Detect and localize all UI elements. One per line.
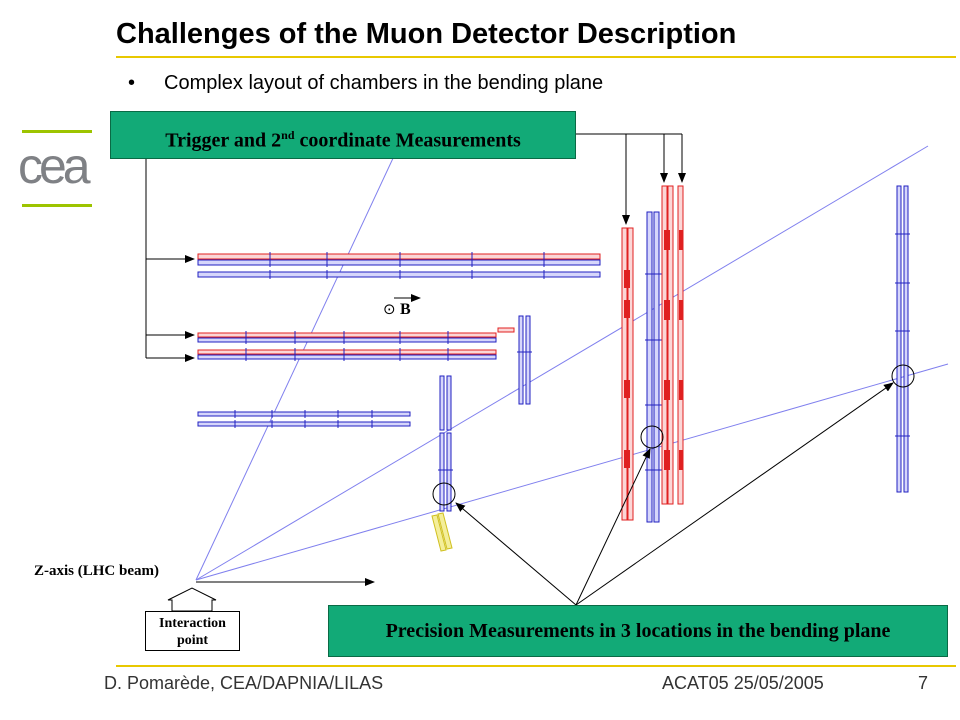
title-divider (116, 56, 956, 58)
track-line-steep (195, 153, 396, 581)
endcap-middle-wheel (621, 185, 684, 523)
field-label: B (400, 301, 411, 318)
interaction-point-box: Interaction point (145, 611, 240, 651)
measurement-point-middle (640, 425, 664, 449)
field-out-of-plane-icon: ⊙ (383, 300, 396, 318)
track-line-mid (195, 145, 929, 581)
bullet-item: • Complex layout of chambers in the bendi… (128, 72, 603, 95)
bullet-text: Complex layout of chambers in the bendin… (164, 72, 604, 94)
trigger-label: Trigger and 2 (165, 129, 282, 152)
logo-text: cea (18, 138, 91, 194)
page-number: 7 (918, 673, 929, 693)
cea-logo: cea (18, 128, 94, 210)
trigger-label-sup: nd (281, 128, 295, 142)
precision-arrows (455, 382, 894, 606)
barrel-middle-chambers (197, 327, 515, 361)
logo-bottom-bar (22, 204, 92, 207)
measurement-point-outer (891, 364, 915, 388)
endcap-outer-wheel (895, 185, 910, 493)
track-lines (195, 145, 949, 581)
trigger-label-rest: coordinate Measurements (294, 129, 521, 152)
barrel-inner-chambers (197, 410, 411, 428)
precision-arrow-inner (455, 502, 577, 606)
slide-title: Challenges of the Muon Detector Descript… (116, 18, 737, 50)
measurement-points (432, 364, 915, 506)
precision-label-box: Precision Measurements in 3 locations in… (328, 605, 948, 657)
interaction-point-label-2: point (176, 633, 209, 648)
footer-author: D. Pomarède, CEA/DAPNIA/LILAS (104, 673, 384, 693)
measurement-point-inner (432, 482, 456, 506)
z-axis-label: Z-axis (LHC beam) (34, 563, 159, 579)
precision-arrow-outer (575, 382, 894, 606)
bullet-dot: • (128, 72, 136, 94)
trigger-label-box: Trigger and 2nd coordinate Measurements (110, 111, 576, 159)
interaction-point-arrow (167, 587, 217, 612)
footer-event: ACAT05 25/05/2005 (662, 673, 824, 693)
forward-chambers (431, 512, 453, 552)
trigger-arrows (145, 133, 686, 362)
logo-top-bar (22, 130, 92, 133)
barrel-end-chambers (438, 315, 532, 512)
precision-label: Precision Measurements in 3 locations in… (385, 620, 891, 642)
barrel-outer-chambers (197, 252, 601, 279)
interaction-point-label-1: Interaction (159, 616, 226, 631)
precision-arrow-middle (575, 448, 651, 606)
footer-divider (116, 665, 956, 667)
track-line-shallow (195, 363, 949, 581)
